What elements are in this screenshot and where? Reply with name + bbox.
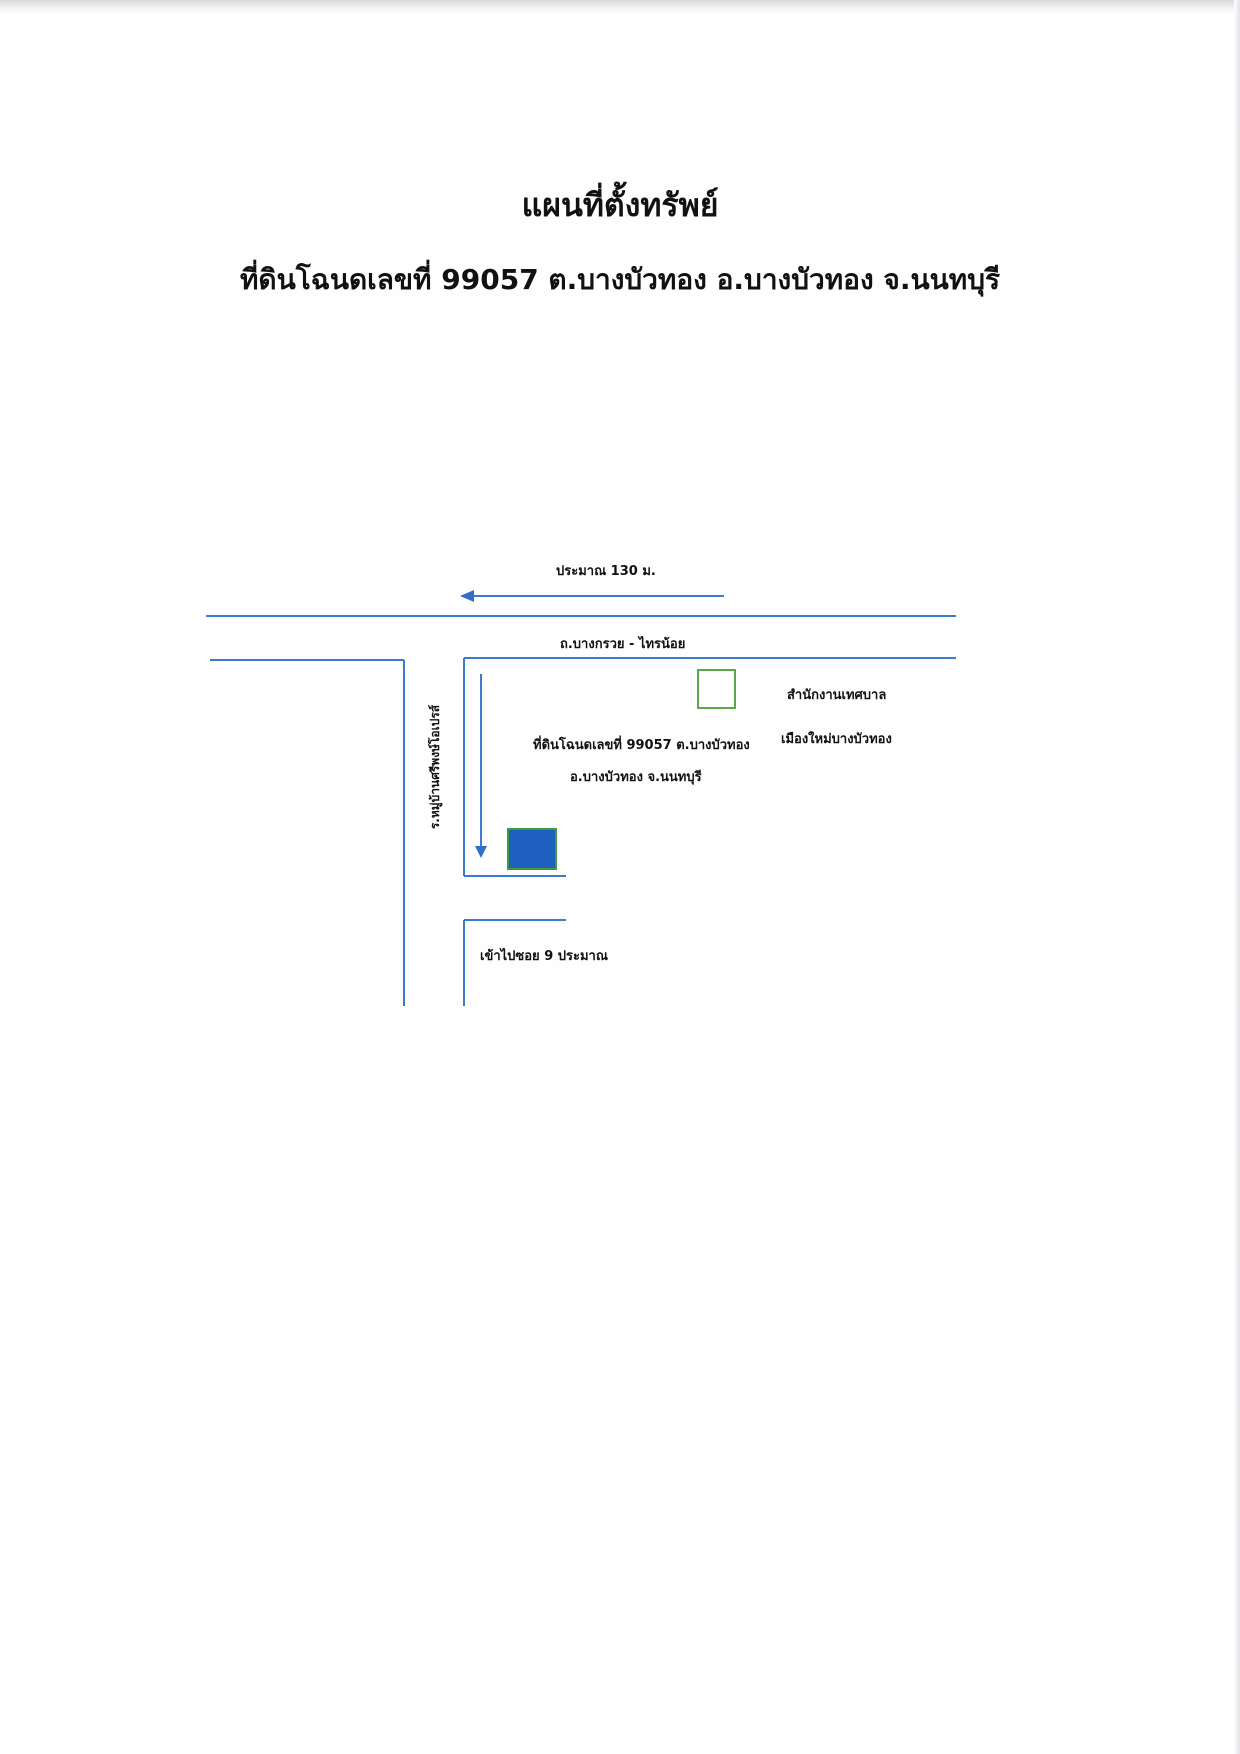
scan-edge-right bbox=[1234, 0, 1240, 1754]
scan-edge-top bbox=[0, 0, 1240, 14]
route-arrow-head bbox=[475, 846, 487, 858]
plot-label-line2: อ.บางบัวทอง จ.นนทบุรี bbox=[570, 770, 702, 785]
property-plot-marker bbox=[507, 828, 557, 870]
side-road-label: ร.หมู่บ้านศรีพงษ์โอเปรส์ bbox=[428, 704, 442, 830]
page-title: แผนที่ตั้งทรัพย์ bbox=[521, 186, 719, 224]
distance-label: ประมาณ 130 ม. bbox=[556, 564, 656, 579]
municipal-office-marker bbox=[697, 669, 736, 709]
main-road-label: ถ.บางกรวย - ไทรน้อย bbox=[560, 637, 686, 652]
page-subtitle: ที่ดินโฉนดเลขที่ 99057 ต.บางบัวทอง อ.บาง… bbox=[239, 263, 1001, 296]
office-label-line1: สำนักงานเทศบาล bbox=[787, 688, 887, 703]
distance-arrow-head bbox=[460, 590, 474, 602]
office-label-line2: เมืองใหม่บางบัวทอง bbox=[781, 732, 892, 747]
soi-label: เข้าไปซอย 9 ประมาณ bbox=[480, 949, 608, 964]
plot-label-line1: ที่ดินโฉนดเลขที่ 99057 ต.บางบัวทอง bbox=[533, 738, 750, 753]
